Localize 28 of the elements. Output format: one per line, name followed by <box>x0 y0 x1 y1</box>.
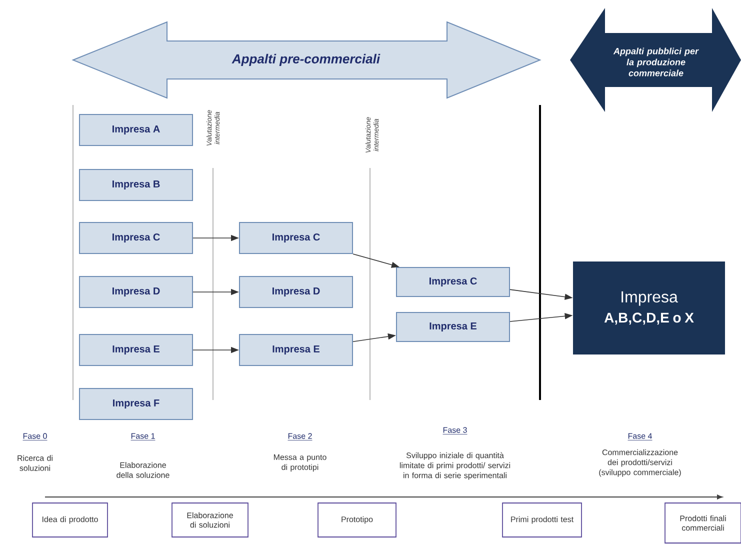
milestone-box: Prodotti finali commerciali <box>664 502 741 544</box>
company-box: Impresa D <box>79 276 193 308</box>
company-box: Impresa A <box>79 114 193 146</box>
phase-title: Fase 1 <box>130 433 156 440</box>
phase-banner: Appalti pubblici per la produzione commerciale <box>570 8 741 112</box>
company-box: Impresa C <box>396 267 510 297</box>
company-box: Impresa E <box>239 334 353 366</box>
phase-title: Fase 2 <box>288 433 312 440</box>
phase-description: Messa a punto di prototipi <box>274 454 326 472</box>
milestone-box: Elaborazione di soluzioni <box>172 502 248 538</box>
phase-description: Commercializzazione dei prodotti/servizi (sviluppo commerciale) <box>599 449 681 477</box>
phase-title: Fase 4 <box>628 433 652 440</box>
phase-title: Fase 3 <box>442 427 468 434</box>
company-box: Impresa E <box>396 312 510 342</box>
company-box: Impresa D <box>239 276 353 308</box>
company-box: Impresa C <box>239 222 353 254</box>
company-box: Impresa E <box>79 334 193 366</box>
phase-description: Elaborazione della soluzione <box>116 462 170 478</box>
phase-title: Fase 0 <box>22 433 48 440</box>
company-box: Impresa A,B,C,D,E o X <box>573 262 725 354</box>
milestone-box: Idea di prodotto <box>32 502 108 538</box>
company-box: Impresa B <box>79 169 193 201</box>
phase-description: Ricerca di soluzioni <box>18 455 52 471</box>
company-box: Impresa F <box>79 388 193 420</box>
milestone-box: Prototipo <box>318 502 396 538</box>
phase-description: Sviluppo iniziale di quantità limitate di primi prodotti/ servizi in forma di serie sperimentali <box>400 452 510 480</box>
milestone-box: Primi prodotti test <box>502 502 582 538</box>
company-box: Impresa C <box>79 222 193 254</box>
